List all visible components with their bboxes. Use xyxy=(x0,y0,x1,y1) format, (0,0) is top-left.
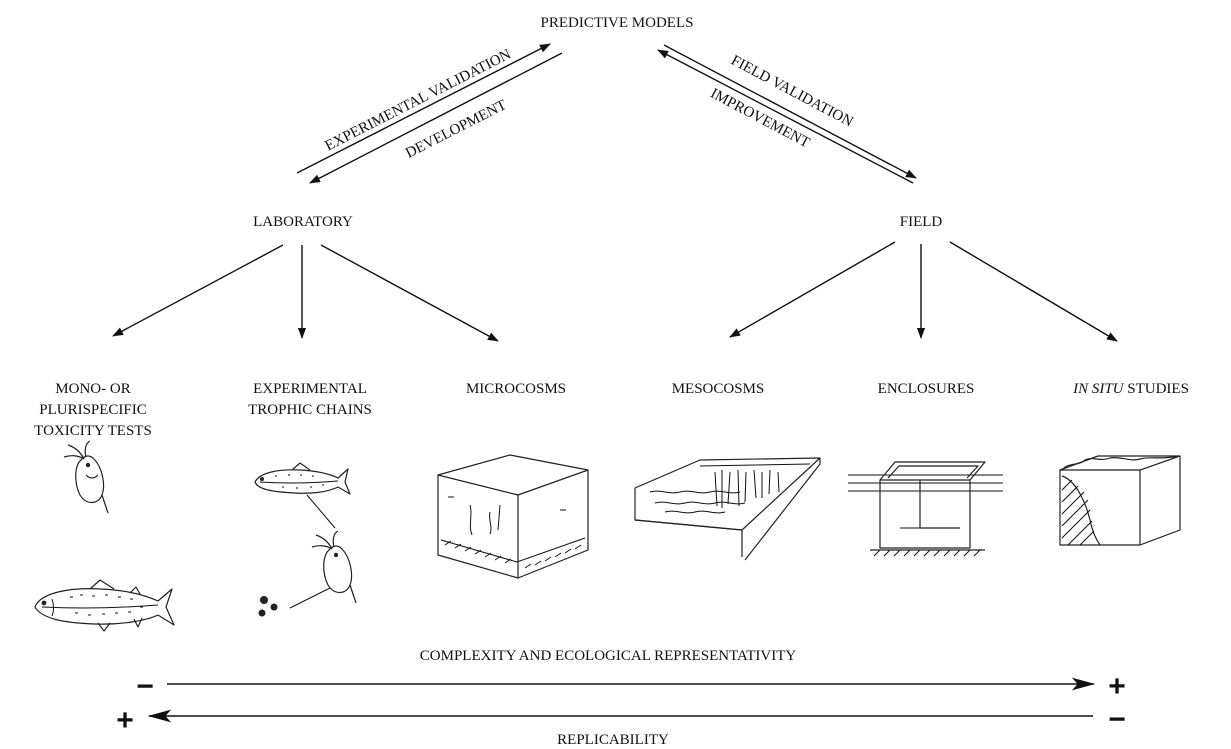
complexity-scale-label: COMPLEXITY AND ECOLOGICAL REPRESENTATIVI… xyxy=(420,648,797,664)
development-arrow xyxy=(309,52,563,184)
trophic-fish-illustration xyxy=(254,462,351,495)
fish-daphnia-link xyxy=(306,494,336,529)
insitu-italic-part: IN SITU xyxy=(1072,381,1125,397)
replicability-minus-sign: − xyxy=(1108,703,1126,736)
field-validation-arrow xyxy=(657,49,914,184)
trophic-chains-label-line1: EXPERIMENTAL xyxy=(253,381,367,397)
complexity-plus-sign: + xyxy=(1108,670,1126,703)
microcosm-tank-illustration xyxy=(437,454,589,579)
lab-to-microcosms-arrow xyxy=(320,244,499,342)
complexity-minus-sign: − xyxy=(136,670,154,703)
enclosure-illustration xyxy=(848,461,1003,557)
field-to-insitu-arrow xyxy=(949,241,1118,342)
laboratory-label: LABORATORY xyxy=(253,214,353,230)
toxicity-tests-label-line1: MONO- OR xyxy=(55,381,130,397)
microcosms-label: MICROCOSMS xyxy=(466,381,566,397)
toxicity-tests-label-line2: PLURISPECIFIC xyxy=(39,402,147,418)
toxicity-tests-label-line3: TOXICITY TESTS xyxy=(34,423,152,439)
replicability-plus-sign: + xyxy=(116,704,134,737)
daphnia-algae-link xyxy=(289,587,331,609)
insitu-rest-part: STUDIES xyxy=(1124,381,1189,397)
enclosures-label: ENCLOSURES xyxy=(878,381,975,397)
trophic-daphnia-illustration xyxy=(311,530,357,604)
mesocosm-illustration xyxy=(634,457,821,561)
daphnia-illustration xyxy=(63,440,109,514)
algae-illustration xyxy=(258,596,278,617)
field-to-mesocosms-arrow xyxy=(729,241,896,338)
experimental-validation-label: EXPERIMENTAL VALIDATION xyxy=(323,46,514,154)
field-label: FIELD xyxy=(900,214,943,230)
predictive-models-title: PREDICTIVE MODELS xyxy=(541,15,694,31)
improvement-arrow xyxy=(663,44,917,179)
replicability-scale-label: REPLICABILITY xyxy=(557,732,669,748)
lab-to-toxicity-arrow xyxy=(112,244,284,337)
insitu-block-illustration xyxy=(1059,455,1181,546)
mesocosms-label: MESOCOSMS xyxy=(672,381,765,397)
insitu-studies-label: IN SITU STUDIES xyxy=(1072,381,1189,397)
experimental-validation-arrow xyxy=(296,43,551,174)
trophic-chains-label-line2: TROPHIC CHAINS xyxy=(248,402,372,418)
trout-illustration xyxy=(34,579,175,632)
